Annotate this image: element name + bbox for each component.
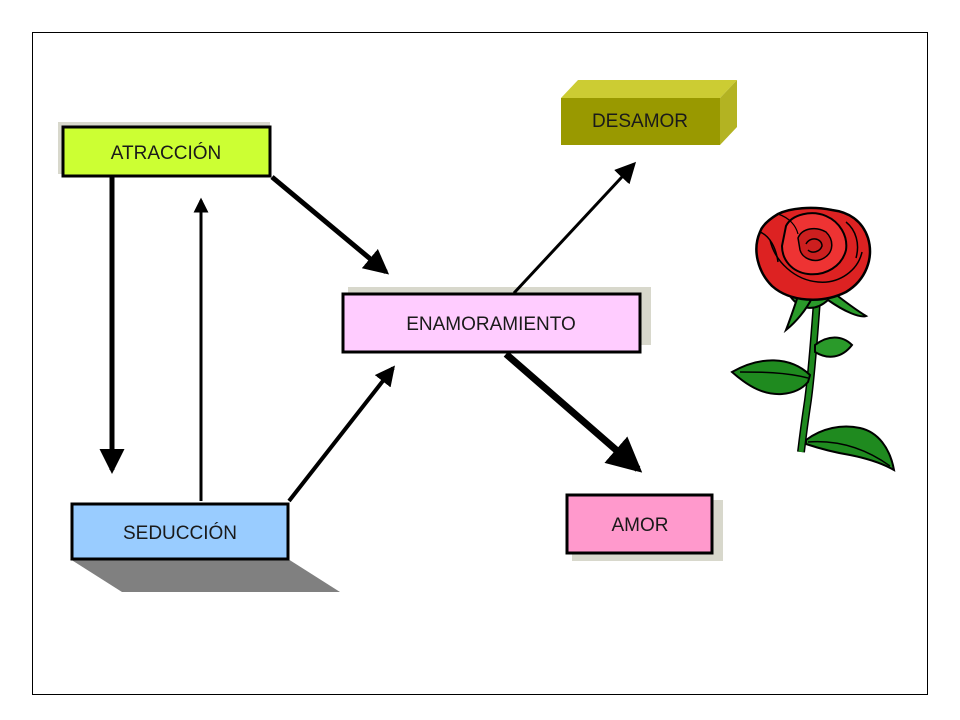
rose-stem: [798, 299, 820, 453]
rose-leaf: [814, 336, 854, 358]
rose-leaf: [805, 425, 896, 472]
node-seduccion-shadow: [70, 559, 340, 592]
rose-leaf: [730, 359, 812, 396]
node-desamor-box: [561, 98, 720, 145]
node-seduccion-label: SEDUCCIÓN: [123, 522, 237, 544]
node-enamoramiento-label: ENAMORAMIENTO: [406, 314, 576, 335]
node-atraccion: ATRACCIÓN: [58, 122, 272, 178]
arrow-seduccion-to-enamoramiento: [287, 365, 395, 503]
node-enamoramiento-box: [341, 292, 642, 354]
node-enamoramiento: ENAMORAMIENTO: [341, 287, 651, 354]
node-amor: AMOR: [565, 493, 723, 561]
rose-bloom: [755, 206, 872, 301]
node-desamor-top: [561, 80, 737, 98]
node-seduccion-box: [70, 502, 290, 561]
node-atraccion-box: [61, 125, 272, 178]
arrow-enamoramiento-to-amor: [503, 351, 643, 473]
node-atraccion-label: ATRACCIÓN: [111, 142, 221, 164]
node-desamor: DESAMOR: [561, 80, 737, 145]
rose-icon: [730, 206, 896, 472]
arrow-enamoramiento-to-desamor: [512, 161, 637, 295]
node-seduccion: SEDUCCIÓN: [70, 502, 340, 592]
node-amor-box: [565, 493, 714, 555]
node-desamor-label: DESAMOR: [592, 111, 688, 132]
node-amor-label: AMOR: [612, 515, 669, 536]
node-desamor-side: [720, 80, 737, 145]
arrow-atraccion-to-enamoramiento: [270, 175, 390, 275]
